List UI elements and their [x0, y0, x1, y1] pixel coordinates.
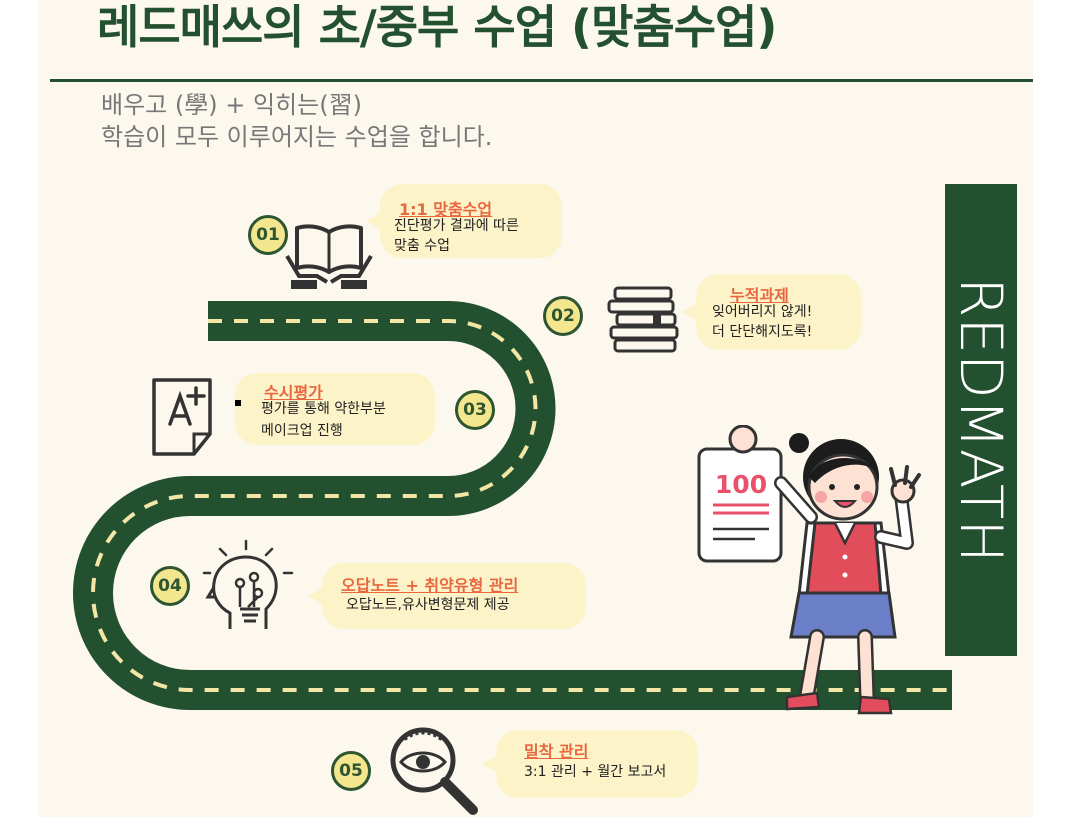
step-01-desc-2: 맞춤 수업	[394, 238, 450, 254]
step-02-title: 누적과제	[730, 286, 789, 305]
step-05-desc-1: 3:1 관리 + 월간 보고서	[524, 764, 667, 780]
title-divider	[50, 79, 1033, 82]
brand-text: REDMATH	[947, 277, 1015, 563]
step-03-title: 수시평가	[264, 383, 323, 402]
score-text: 100	[715, 470, 767, 499]
page-title: 레드매쓰의 초/중부 수업 (맞춤수업)	[97, 0, 777, 54]
step-03-desc-1: 평가를 통해 약한부분	[261, 401, 386, 417]
step-04-bubble: 오답노트 + 취약유형 관리 오답노트,유사변형문제 제공	[308, 563, 586, 629]
step-05-badge: 05	[331, 751, 371, 791]
step-04-badge: 04	[150, 566, 190, 606]
step-02-desc-1: 잊어버리지 않게!	[712, 304, 813, 320]
step-02-bubble: 누적과제 잊어버리지 않게! 더 단단해지도록!	[682, 274, 861, 350]
step-05-title: 밀착 관리	[524, 742, 589, 761]
student-girl-illustration: 100	[697, 425, 921, 715]
step-01-title: 1:1 맞춤수업	[399, 200, 493, 219]
step-02-desc-2: 더 단단해지도록!	[712, 324, 813, 340]
brand-band	[945, 184, 1017, 656]
step-01-desc-1: 진단평가 결과에 따른	[394, 218, 519, 234]
head-lightbulb-icon	[202, 539, 294, 629]
step-01-badge: 01	[248, 215, 288, 255]
step-04-desc-1: 오답노트,유사변형문제 제공	[346, 597, 510, 613]
open-book-hands-icon	[285, 224, 373, 289]
graded-paper-icon	[152, 378, 212, 456]
magnifier-eye-icon	[390, 727, 478, 815]
intro-line-2: 학습이 모두 이루어지는 수업을 합니다.	[101, 123, 493, 151]
intro-line-1: 배우고 (學) + 익히는(習)	[101, 91, 362, 119]
step-04-title: 오답노트 + 취약유형 관리	[341, 576, 519, 595]
step-03-badge: 03	[455, 390, 495, 430]
step-03-desc-2: 메이크업 진행	[261, 423, 343, 439]
step-01-bubble: 1:1 맞춤수업 진단평가 결과에 따른 맞춤 수업	[366, 184, 562, 258]
step-02-badge: 02	[543, 296, 583, 336]
step-05-bubble: 밀착 관리 3:1 관리 + 월간 보고서	[482, 730, 698, 798]
book-stack-icon	[607, 286, 679, 353]
step-03-bubble: 수시평가 평가를 통해 약한부분 메이크업 진행	[235, 373, 435, 445]
